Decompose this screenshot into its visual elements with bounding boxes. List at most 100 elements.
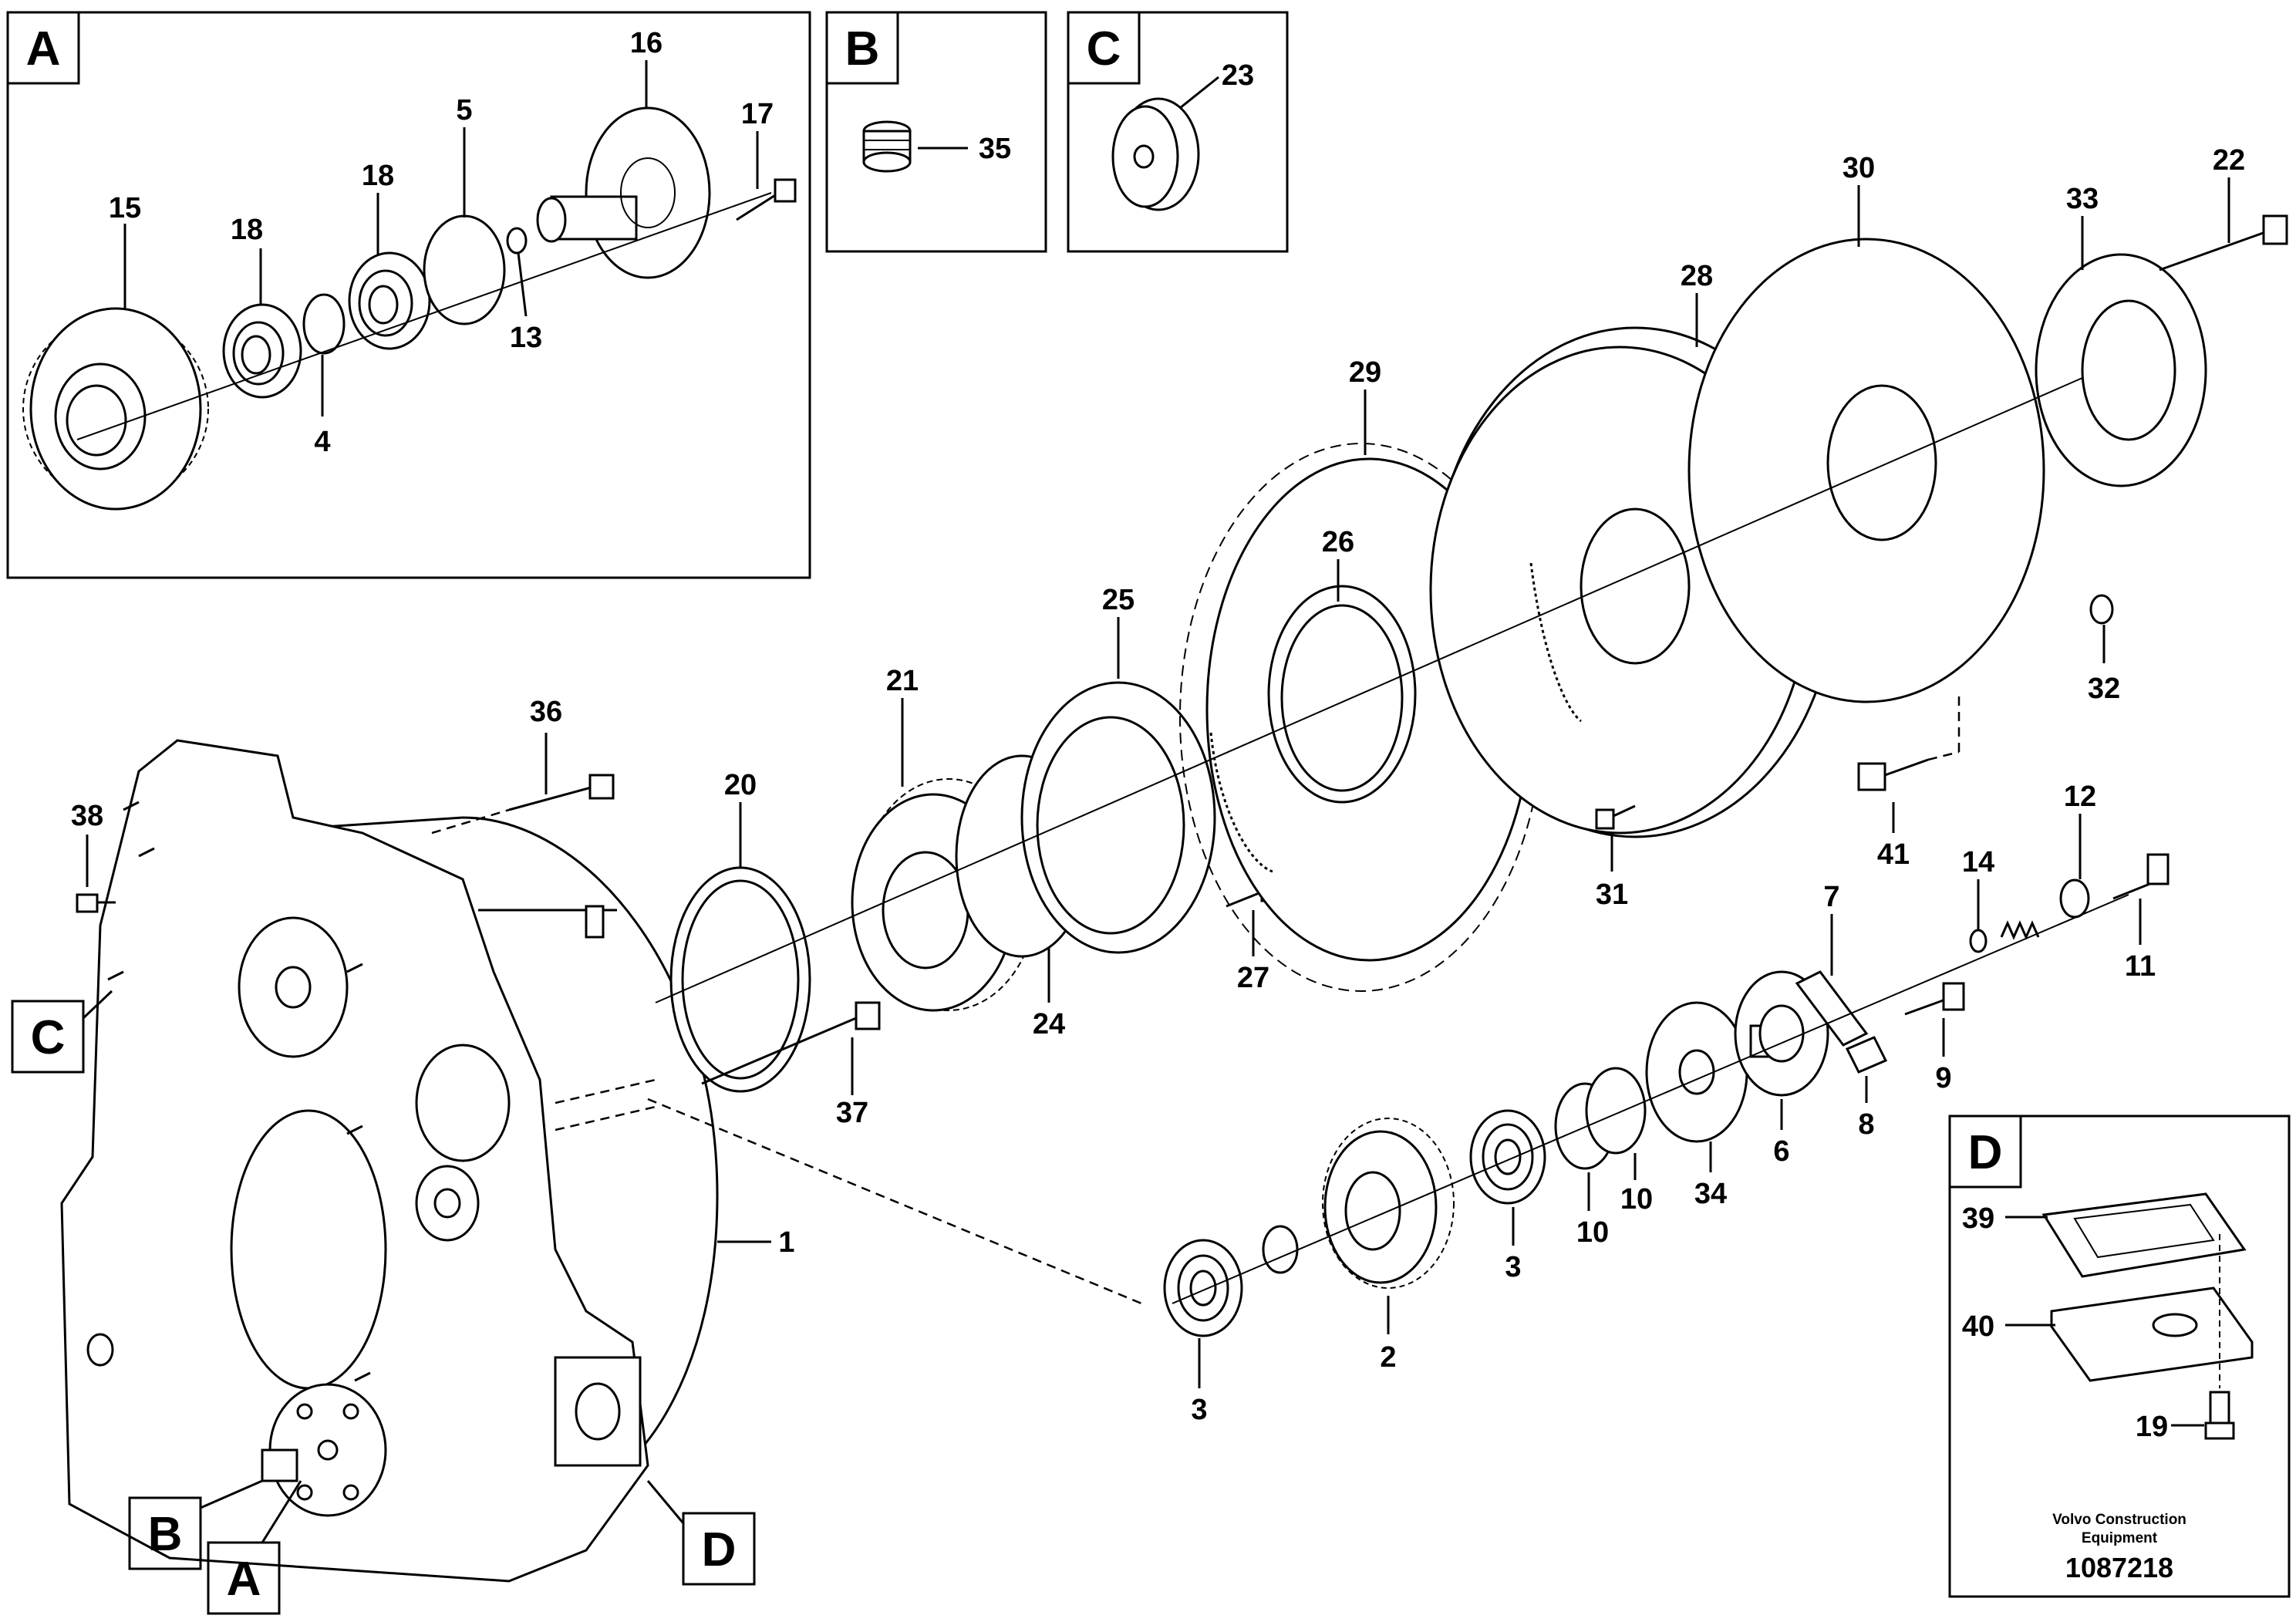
part-3-label-lower: 3 — [1191, 1394, 1207, 1426]
spring-14-drawing — [1969, 920, 2040, 953]
bearing-18-left-drawing — [222, 303, 302, 399]
bolt-31-drawing — [1595, 804, 1636, 830]
gasket-39-drawing — [2041, 1192, 2247, 1278]
part-26-label: 26 — [1322, 526, 1354, 558]
part-35-label: 35 — [979, 133, 1011, 165]
part-11-label: 11 — [2125, 950, 2156, 983]
ring-12-drawing — [2059, 878, 2090, 919]
part-22-label: 22 — [2213, 144, 2245, 177]
part-18-label-left: 18 — [231, 214, 263, 246]
bolt-11-drawing — [2112, 853, 2170, 900]
part-14-label: 14 — [1962, 846, 1994, 878]
part-4-label: 4 — [314, 426, 330, 458]
part-27-label: 27 — [1237, 962, 1269, 994]
bolt-36-drawing — [431, 774, 615, 835]
part-13-label: 13 — [510, 322, 542, 354]
part-40-label: 40 — [1962, 1310, 1994, 1343]
ring-10-b-drawing — [1585, 1067, 1647, 1155]
part-38-label: 38 — [71, 800, 103, 832]
gear-2-drawing — [1322, 1118, 1455, 1289]
plate-30-drawing — [1687, 238, 2045, 703]
part-23-label: 23 — [1222, 59, 1254, 92]
part-34-label: 34 — [1694, 1178, 1727, 1210]
bolt-22-drawing — [2159, 214, 2288, 271]
part-12-label: 12 — [2064, 781, 2096, 813]
bearing-3-upper-drawing — [1469, 1109, 1546, 1205]
ring-4-drawing — [302, 293, 346, 355]
bolt-19-drawing — [2204, 1234, 2235, 1440]
document-number: 1087218 — [2065, 1552, 2173, 1583]
part-21-label: 21 — [886, 665, 919, 697]
part-9-label: 9 — [1935, 1062, 1951, 1094]
flange-16-drawing — [536, 106, 711, 279]
gear-15-drawing — [22, 307, 209, 511]
bearing-3-lower-drawing — [1163, 1239, 1243, 1337]
part-31-label: 31 — [1596, 878, 1628, 911]
washer-32-drawing — [2089, 594, 2114, 625]
detail-view-c-label: C — [1087, 22, 1121, 76]
detail-view-d-label: D — [1968, 1126, 2003, 1179]
detail-view-a-label: A — [26, 22, 61, 76]
part-1-label: 1 — [778, 1226, 794, 1259]
gasket-34-drawing — [1645, 1001, 1748, 1143]
seal-20-drawing — [669, 866, 811, 1093]
bearing-18-right-drawing — [348, 251, 431, 350]
part-36-label: 36 — [530, 696, 562, 728]
bracket-7-drawing — [1795, 970, 1869, 1047]
part-29-label: 29 — [1349, 356, 1381, 389]
detail-view-a: A — [6, 11, 811, 579]
part-33-label: 33 — [2066, 183, 2099, 215]
part-19-label: 19 — [2136, 1411, 2168, 1443]
part-17-label: 17 — [741, 98, 774, 130]
bolt-9-drawing — [1904, 982, 1965, 1016]
part-18-label-right: 18 — [362, 160, 394, 192]
part-15-label: 15 — [109, 192, 141, 224]
part-5-label: 5 — [456, 94, 472, 126]
callout-b: B — [128, 1479, 263, 1570]
part-20-label: 20 — [724, 769, 757, 801]
ring-33-drawing — [2035, 253, 2207, 487]
detail-view-b-label: B — [845, 22, 880, 76]
callout-d: D — [646, 1480, 756, 1586]
part-24-label: 24 — [1033, 1008, 1065, 1040]
callout-a-label: A — [227, 1553, 261, 1606]
part-28-label: 28 — [1681, 260, 1713, 292]
part-37-label: 37 — [836, 1097, 868, 1129]
nut-8-drawing — [1845, 1036, 1888, 1074]
o-ring-5-drawing — [423, 214, 506, 325]
ring-13-drawing — [506, 227, 528, 255]
pump-body-6-drawing — [1734, 970, 1829, 1097]
part-10-label-b: 10 — [1620, 1183, 1653, 1216]
part-25-label: 25 — [1102, 584, 1135, 616]
detail-view-d: D 39 40 19 — [1948, 1114, 2291, 1598]
callout-c-label: C — [31, 1011, 66, 1064]
credit-line-2: Equipment — [2082, 1530, 2158, 1546]
credit-line-1: Volvo Construction — [2052, 1512, 2186, 1528]
cover-23-drawing — [1111, 97, 1200, 211]
part-2-label: 2 — [1380, 1341, 1396, 1374]
plug-35-drawing — [862, 120, 912, 173]
part-3-label-upper: 3 — [1505, 1251, 1521, 1283]
part-10-label-a: 10 — [1576, 1216, 1609, 1249]
callout-a: A — [207, 1480, 302, 1615]
bolt-37-drawing — [701, 1001, 881, 1085]
cover-25-drawing — [1020, 681, 1216, 954]
part-8-label: 8 — [1858, 1108, 1874, 1141]
seal-26-drawing — [1267, 585, 1417, 804]
callout-d-label: D — [702, 1523, 737, 1576]
detail-view-c: C 23 — [1067, 11, 1289, 253]
part-41-label: 41 — [1877, 838, 1910, 871]
bolt-38-drawing — [76, 893, 116, 913]
ring-small-drawing — [1262, 1225, 1299, 1274]
part-7-label: 7 — [1823, 881, 1839, 913]
callout-c: C — [11, 990, 113, 1074]
bolt-41-drawing — [1857, 694, 1961, 791]
cover-40-drawing — [2050, 1286, 2254, 1382]
part-6-label: 6 — [1773, 1135, 1789, 1168]
part-32-label: 32 — [2088, 673, 2120, 705]
callout-b-label: B — [148, 1508, 183, 1561]
housing-1-drawing — [60, 739, 719, 1583]
part-30-label: 30 — [1843, 152, 1875, 184]
part-16-label: 16 — [630, 27, 663, 59]
